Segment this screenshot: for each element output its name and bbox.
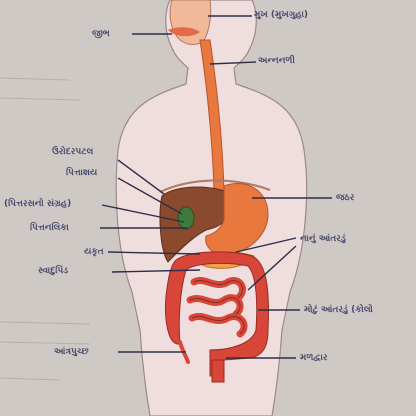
small-intestine-outline: [189, 280, 245, 335]
appendix-shape: [178, 340, 190, 364]
label-appendix: આંત્રપુચ્છ: [54, 347, 89, 357]
label-gallbladder: પિત્તાશય: [66, 168, 98, 178]
label-pancreas: સ્વાદુપિંડ: [38, 266, 69, 276]
gallbladder-shape: [177, 206, 195, 230]
label-mouth: મુખ (મુખગુહા): [254, 10, 309, 20]
large-intestine-shape: [165, 251, 269, 377]
diaphragm-line: [159, 179, 271, 193]
rectum-shape: [211, 359, 225, 383]
label-bile-duct: પિત્તનલિકા: [30, 223, 69, 233]
label-esophagus: અન્નનળી: [258, 56, 296, 66]
label-liver: યકૃત: [84, 247, 104, 257]
label-gallbladder-note: (પિત્તરસનો સંગ્રહ): [4, 199, 72, 209]
label-anus: મળદ્વાર: [300, 353, 328, 363]
paper-lines: [0, 77, 91, 381]
tongue-shape: [168, 27, 200, 37]
label-tongue: જીભ: [92, 29, 110, 39]
label-diaphragm: ઉરોદરપટલ: [52, 147, 94, 157]
leader-lines: [100, 15, 332, 359]
liver-shape: [159, 186, 235, 263]
label-large-intestine: મોટું આંતરડું (કોલો: [304, 305, 373, 315]
label-stomach: જઠર: [336, 193, 355, 203]
label-small-intestine: નાનું આંતરડું: [300, 234, 346, 244]
